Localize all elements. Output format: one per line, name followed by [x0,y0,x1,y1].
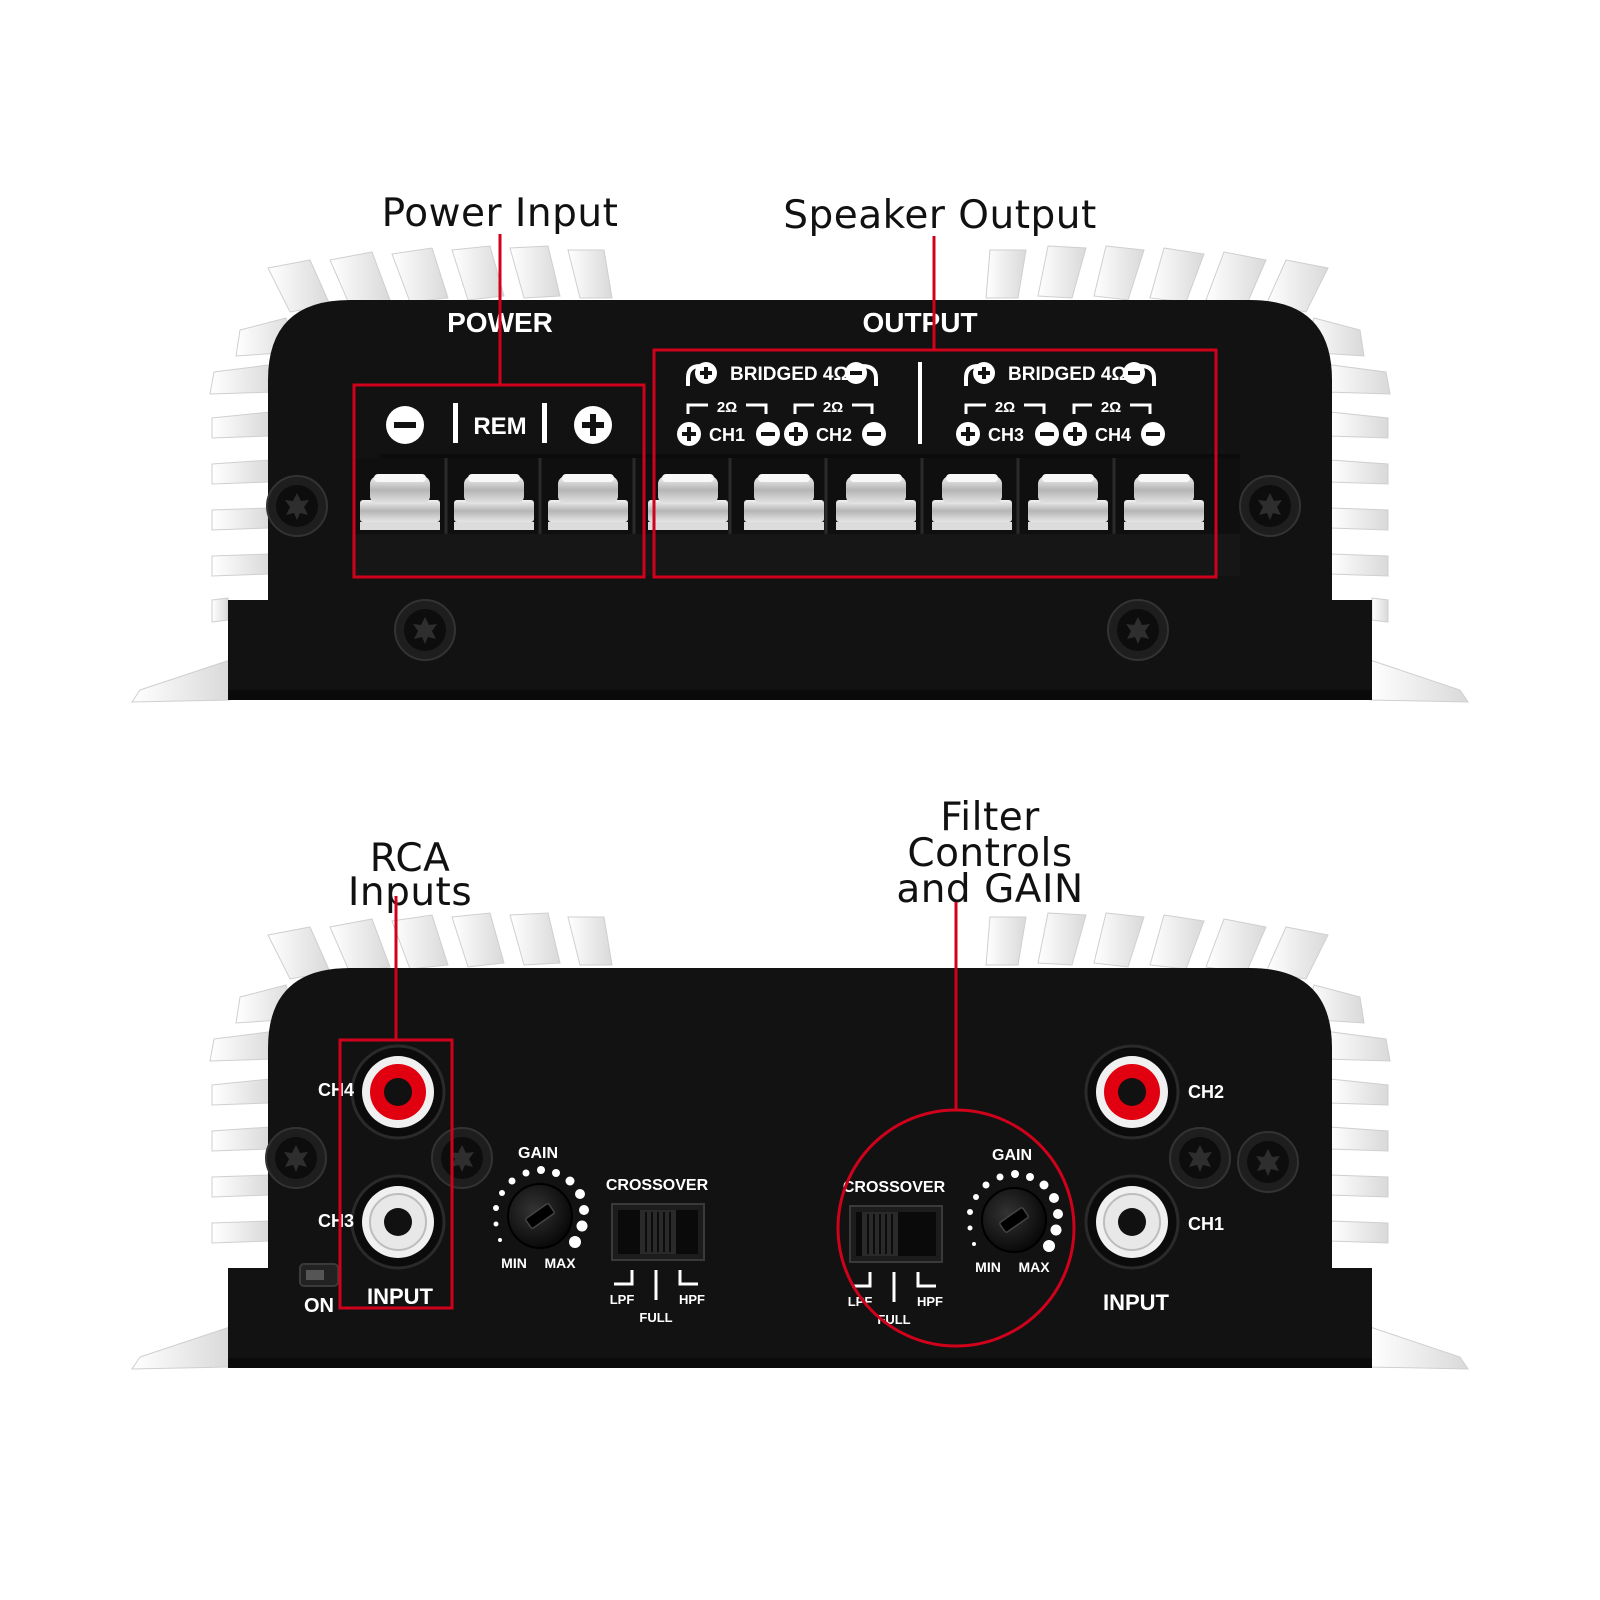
two-ohm-label: 2Ω [823,399,843,416]
crossover-switch-left[interactable] [611,1203,705,1261]
bottom-housing [228,968,1372,1368]
ch2-label: CH2 [816,425,852,445]
bridged-label-ch1-ch2: BRIDGED 4Ω [686,362,878,386]
plus-circle-icon [956,422,980,446]
minus-circle-icon [1141,422,1165,446]
gain-knob-right[interactable] [981,1187,1047,1253]
gain-scale-left [493,1166,589,1248]
crossover-ticks-right [852,1272,936,1302]
callout-lines-bottom [338,896,1076,1348]
gain-max-left: MAX [544,1255,576,1271]
input-caption-right: INPUT [1103,1290,1170,1315]
gain-max-right: MAX [1018,1259,1050,1275]
minus-circle-icon [862,422,886,446]
two-ohm-label: 2Ω [1101,399,1121,416]
minus-circle-icon [386,406,424,444]
crossover-label-right: CROSSOVER [843,1179,946,1196]
crossover-full-left: FULL [639,1310,672,1325]
switch-label: ON [304,1295,334,1317]
rca-jack-ch4[interactable] [350,1044,446,1140]
rca-jack-ch2[interactable] [1084,1044,1180,1140]
input-caption-left: INPUT [367,1284,434,1309]
ch1-label: CH1 [709,425,745,445]
plus-circle-icon [1063,422,1087,446]
output-heading: OUTPUT [862,307,977,338]
rca-label-ch4: CH4 [318,1080,354,1100]
gain-scale-right [967,1170,1063,1252]
crossover-hpf-left: HPF [679,1292,705,1307]
rca-label-ch2: CH2 [1188,1082,1224,1102]
rca-label-ch1: CH1 [1188,1214,1224,1234]
callout-power-input: Power Input [381,191,619,236]
callout-filter-controls: Filter Controls and GAIN [896,795,1084,912]
ch4-label: CH4 [1095,425,1131,445]
two-ohm-label: 2Ω [717,399,737,416]
crossover-label-left: CROSSOVER [606,1177,709,1194]
gain-label-left: GAIN [518,1145,558,1162]
crossover-lpf-left: LPF [610,1292,635,1307]
callout-rca-inputs: RCA Inputs [347,836,473,915]
ch3-label: CH3 [988,425,1024,445]
rca-label-ch3: CH3 [318,1211,354,1231]
gain-knob-left[interactable] [507,1183,573,1249]
gain-min-right: MIN [975,1259,1001,1275]
rca-jack-ch1[interactable] [1084,1174,1180,1270]
on-switch[interactable] [299,1263,339,1287]
plus-circle-icon [784,422,808,446]
rem-label: REM [473,413,526,440]
svg-text:BRIDGED 4Ω: BRIDGED 4Ω [1008,364,1127,385]
plus-circle-icon [574,406,612,444]
gain-label-right: GAIN [992,1147,1032,1164]
callout-speaker-output: Speaker Output [783,193,1097,238]
two-ohm-label: 2Ω [995,399,1015,416]
rca-jack-ch3[interactable] [350,1174,446,1270]
minus-circle-icon [1035,422,1059,446]
callout-lines-top [352,234,1218,579]
gain-min-left: MIN [501,1255,527,1271]
bridged-label-ch3-ch4: BRIDGED 4Ω [964,362,1156,386]
svg-text:BRIDGED 4Ω: BRIDGED 4Ω [730,364,849,385]
crossover-hpf-right: HPF [917,1294,943,1309]
crossover-switch-right[interactable] [849,1205,943,1263]
minus-circle-icon [756,422,780,446]
two-ohm-brackets-1 [686,403,874,414]
two-ohm-brackets-2 [964,403,1152,414]
plus-circle-icon [677,422,701,446]
crossover-ticks-left [614,1270,698,1300]
terminal-screw [360,474,1204,530]
